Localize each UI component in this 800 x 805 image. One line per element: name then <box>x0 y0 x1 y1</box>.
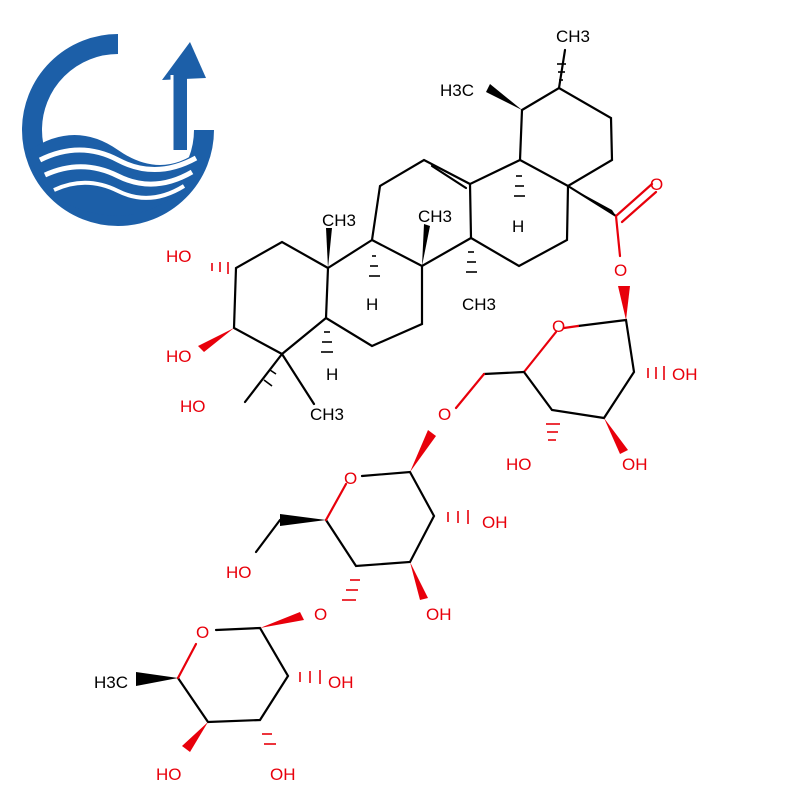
sugar-ring-3 <box>136 612 321 752</box>
hydroxyl-label: HO <box>506 455 532 474</box>
hydroxyl-label: HO <box>226 563 252 582</box>
hydroxyl-label: HO <box>166 347 192 366</box>
skeleton-bonds <box>232 48 658 406</box>
ring-o-label: O <box>196 623 209 642</box>
atom-labels: CH3 H3C CH3 CH3 CH3 CH3 H H H HO HO HO O… <box>94 27 698 784</box>
hydroxyl-label: OH <box>426 605 452 624</box>
h-label: H <box>366 295 378 314</box>
ester-o-label: O <box>614 261 627 280</box>
sugar-ring-1 <box>454 286 665 454</box>
ring-o-label: O <box>344 469 357 488</box>
ch3-label: CH3 <box>310 405 344 424</box>
hydroxyl-label: OH <box>482 513 508 532</box>
hydroxyl-label: HO <box>166 247 192 266</box>
h3c-label: H3C <box>94 673 128 692</box>
ch3-label: CH3 <box>556 27 590 46</box>
h3c-label: H3C <box>440 81 474 100</box>
stereo-marks <box>198 63 616 387</box>
hydroxyl-label: HO <box>180 397 206 416</box>
ch3-label: CH3 <box>322 211 356 230</box>
carbonyl-o-label: O <box>650 175 663 194</box>
hydroxyl-label: HO <box>156 765 182 784</box>
wave-arrow-logo-icon <box>22 34 214 226</box>
sugar-ring-2 <box>254 430 469 601</box>
h-label: H <box>512 217 524 236</box>
hydroxyl-label: OH <box>270 765 296 784</box>
ring-o-label: O <box>552 317 565 336</box>
glycosidic-o-label: O <box>314 605 327 624</box>
ch3-label: CH3 <box>418 207 452 226</box>
glycosidic-o-label: O <box>438 405 451 424</box>
h-label: H <box>326 365 338 384</box>
hydroxyl-label: OH <box>672 365 698 384</box>
hydroxyl-label: OH <box>622 455 648 474</box>
ch3-label: CH3 <box>462 295 496 314</box>
hydroxyl-label: OH <box>328 673 354 692</box>
